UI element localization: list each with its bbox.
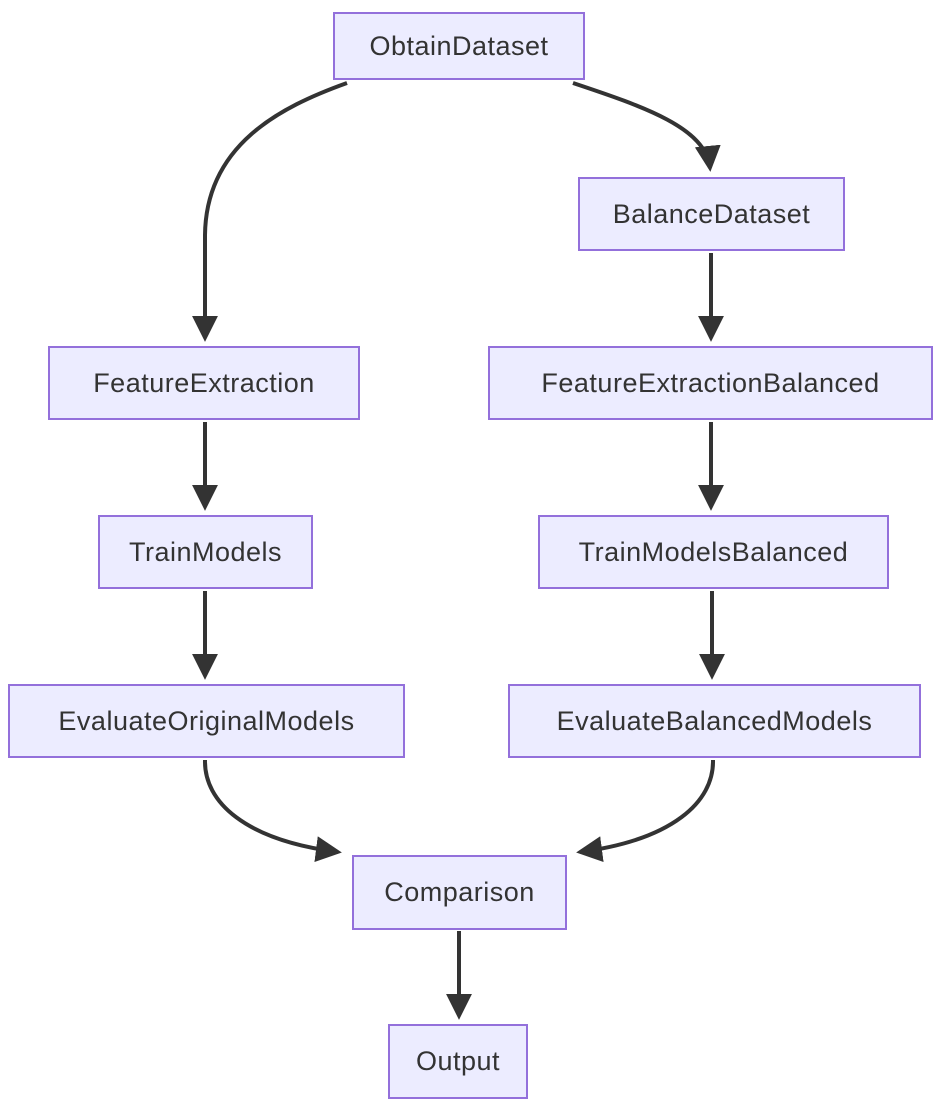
edge-evaluateoriginalmodels-to-comparison <box>202 759 342 863</box>
node-obtain-dataset: ObtainDataset <box>333 12 585 80</box>
node-train-models: TrainModels <box>98 515 313 589</box>
edge-obtaindataset-to-balancedataset <box>572 81 721 172</box>
node-feature-extraction-balanced: FeatureExtractionBalanced <box>488 346 933 420</box>
edge-evaluatebalancedmodels-to-comparison <box>576 759 716 863</box>
node-output: Output <box>388 1024 528 1099</box>
node-balance-dataset: BalanceDataset <box>578 177 845 251</box>
node-feature-extraction: FeatureExtraction <box>48 346 360 420</box>
node-train-models-balanced: TrainModelsBalanced <box>538 515 889 589</box>
node-evaluate-balanced-models: EvaluateBalancedModels <box>508 684 921 758</box>
node-comparison: Comparison <box>352 855 567 930</box>
edge-obtaindataset-to-featureextraction <box>192 81 348 342</box>
node-evaluate-original-models: EvaluateOriginalModels <box>8 684 405 758</box>
